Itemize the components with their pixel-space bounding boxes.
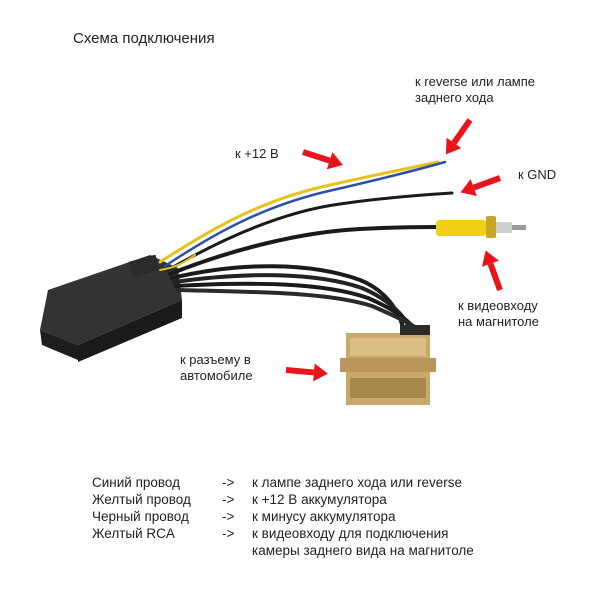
arrow-gnd-icon — [460, 175, 502, 197]
wire-bundle — [158, 160, 454, 337]
legend-wire: Желтый RCA — [92, 526, 175, 541]
label-video-line1: к видеовходу — [458, 298, 538, 313]
legend-arrow: -> — [222, 475, 235, 490]
label-reverse: к reverse или лампе заднего хода — [415, 74, 535, 106]
arrow-video-icon — [481, 250, 503, 292]
label-gnd: к GND — [518, 167, 557, 182]
legend-desc: к лампе заднего хода или reverse — [252, 475, 462, 490]
legend-wire — [92, 542, 222, 559]
legend-arrow: -> — [222, 526, 235, 541]
arrow-connector-icon — [285, 363, 328, 382]
car-connector — [340, 325, 436, 405]
legend-desc: к видеовходу для подключения — [252, 526, 449, 541]
arrow-plus12-icon — [302, 149, 343, 170]
legend-row: Желтый RCA -> к видеовходу для подключен… — [92, 525, 474, 542]
legend-row: Желтый провод -> к +12 В аккумулятора — [92, 491, 474, 508]
legend-arrow — [222, 542, 252, 559]
legend-wire: Синий провод — [92, 475, 181, 490]
label-connector-line1: к разъему в — [180, 352, 251, 367]
label-video-line2: на магнитоле — [458, 314, 539, 329]
legend-desc: камеры заднего вида на магнитоле — [252, 543, 474, 558]
legend-wire: Желтый провод — [92, 492, 191, 507]
interface-box — [40, 254, 182, 362]
arrow-reverse-icon — [445, 118, 473, 155]
legend-desc: к +12 В аккумулятора — [252, 492, 387, 507]
label-reverse-line2: заднего хода — [415, 90, 494, 105]
legend-row: Черный провод -> к минусу аккумулятора — [92, 508, 474, 525]
wire-legend: Синий провод -> к лампе заднего хода или… — [92, 474, 474, 559]
label-reverse-line1: к reverse или лампе — [415, 74, 536, 89]
label-video: к видеовходу на магнитоле — [458, 298, 539, 330]
legend-row: камеры заднего вида на магнитоле — [92, 542, 474, 559]
label-connector-line2: автомобиле — [180, 368, 253, 383]
legend-desc: к минусу аккумулятора — [252, 509, 396, 524]
legend-row: Синий провод -> к лампе заднего хода или… — [92, 474, 474, 491]
legend-arrow: -> — [222, 492, 235, 507]
legend-wire: Черный провод — [92, 509, 189, 524]
diagram-title: Схема подключения — [73, 30, 215, 47]
rca-plug — [436, 216, 526, 238]
label-connector: к разъему в автомобиле — [180, 352, 253, 384]
label-plus12: к +12 В — [235, 146, 279, 161]
legend-arrow: -> — [222, 509, 235, 524]
pointer-arrows — [285, 118, 503, 382]
